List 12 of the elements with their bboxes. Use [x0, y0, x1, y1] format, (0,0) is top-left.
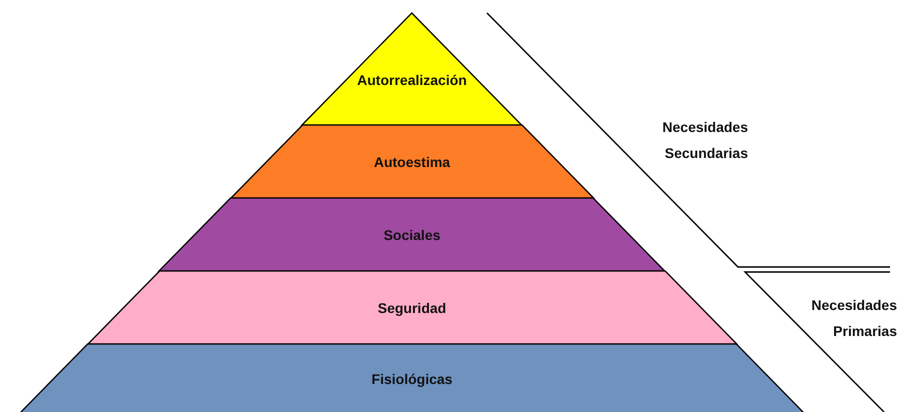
- group-label: Necesidades Secundarias: [661, 118, 748, 163]
- pyramid-level: [19, 344, 805, 412]
- group-label: Necesidades Primarias: [810, 296, 897, 341]
- pyramid-level: [159, 198, 665, 271]
- level-label: Sociales: [384, 226, 440, 242]
- level-label: Fisiológicas: [372, 371, 452, 387]
- level-label: Autoestima: [374, 154, 450, 170]
- pyramid-level: [88, 271, 736, 344]
- pyramid-level: [302, 13, 522, 125]
- pyramid-level: [230, 125, 594, 198]
- level-label: Seguridad: [378, 300, 446, 316]
- level-label: Autorrealización: [357, 72, 467, 88]
